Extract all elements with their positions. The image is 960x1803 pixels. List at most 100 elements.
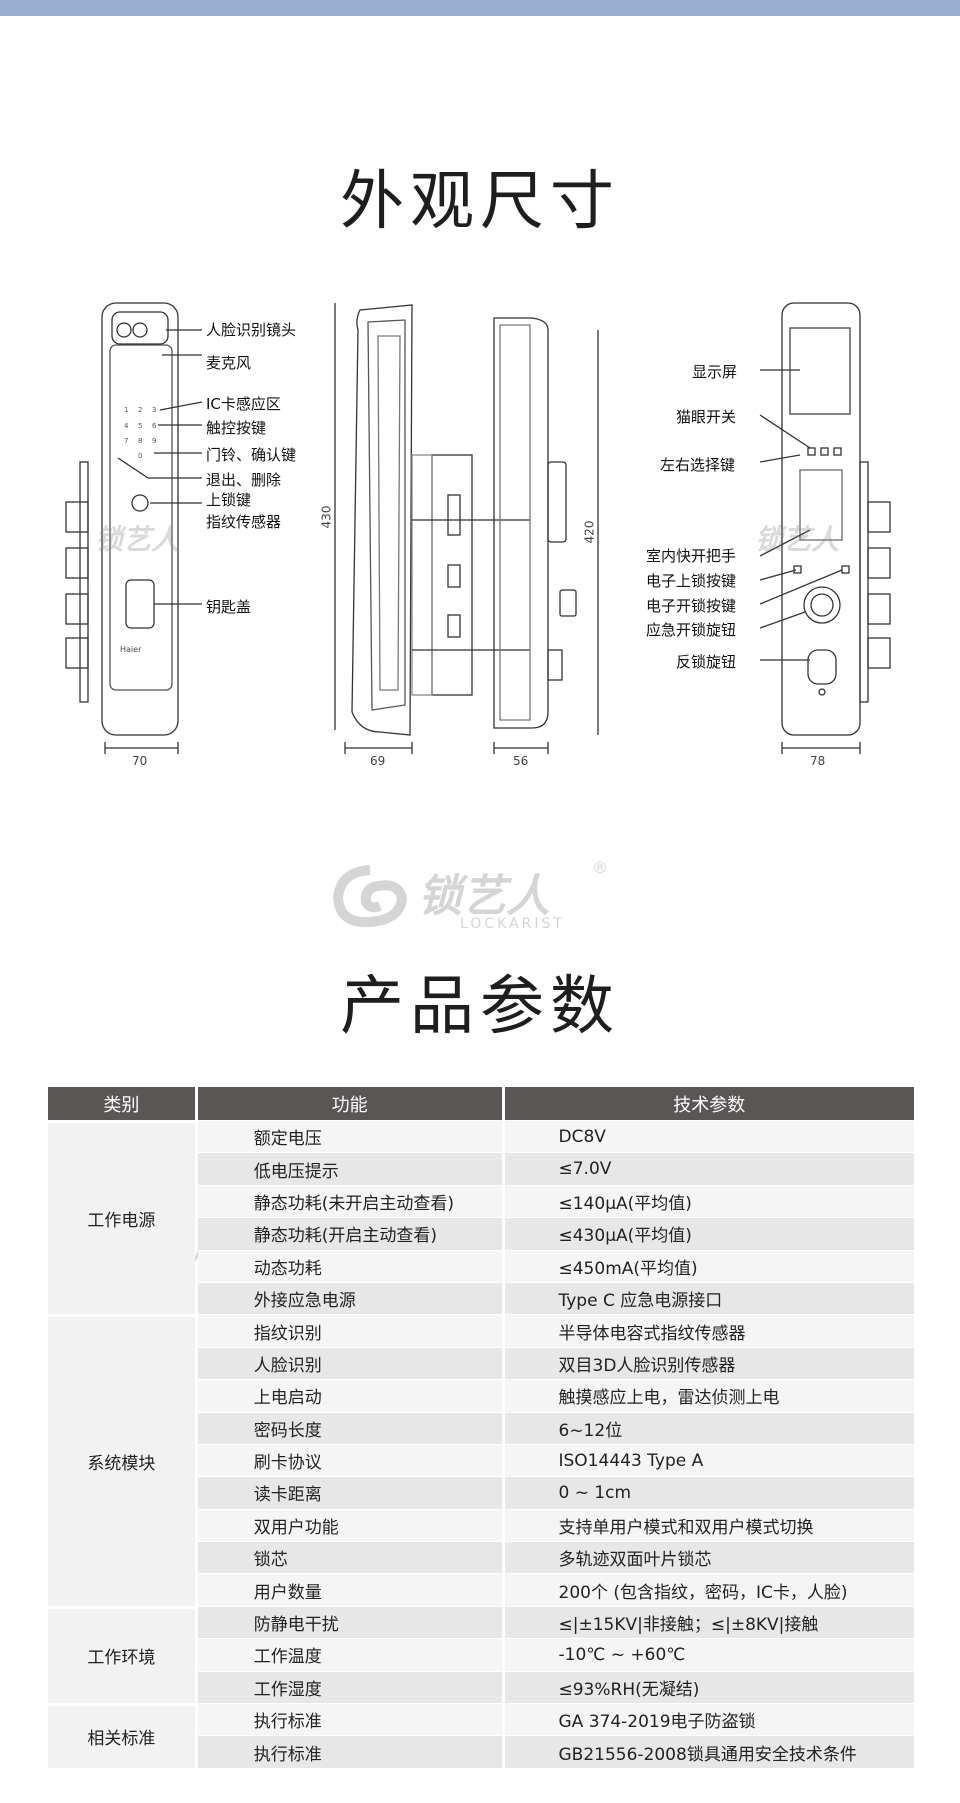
table-row: 上电启动触摸感应上电，雷达侦测上电 [48,1379,914,1412]
spec-cell: 多轨迹双面叶片锁芯 [504,1541,914,1574]
label-anti-lock-knob: 反锁旋钮 [676,653,737,671]
label-exit-delete: 退出、删除 [206,471,282,489]
table-row: 系统模块指纹识别半导体电容式指纹传感器 [48,1314,914,1606]
label-microphone: 麦克风 [206,354,252,372]
spec-cell: ≤430μA(平均值) [504,1217,914,1250]
label-touch-keys: 触控按键 [206,419,267,437]
dim-side-front-depth: 69 [370,754,386,768]
label-doorbell-confirm: 门铃、确认键 [206,446,297,464]
spec-cell: 6~12位 [504,1411,914,1444]
svg-text:3: 3 [152,406,156,414]
category-cell: 相关标准 [48,1703,195,1768]
watermark-small-2: 锁艺人 [755,523,840,556]
table-row: 工作温度-10℃ ~ +60℃ [48,1638,914,1671]
header-category: 类别 [48,1087,195,1120]
dim-side-back-depth: 56 [513,754,529,768]
dim-back-height: 420 [582,520,597,544]
function-cell: 双用户功能 [197,1508,502,1542]
header-spec: 技术参数 [504,1087,914,1120]
function-cell: 工作湿度 [197,1670,502,1704]
function-cell: 工作温度 [197,1638,502,1671]
label-quick-handle: 室内快开把手 [646,547,737,565]
svg-text:1: 1 [124,406,128,414]
category-cell: 系统模块 [48,1314,195,1606]
svg-text:5: 5 [138,422,142,430]
svg-text:7: 7 [124,437,128,445]
spec-cell: GA 374-2019电子防盗锁 [504,1703,914,1736]
label-ic-card-area: IC卡感应区 [206,395,281,413]
category-cell: 工作环境 [48,1605,195,1704]
table-row: 低电压提示≤7.0V [48,1152,914,1185]
svg-text:8: 8 [138,437,142,445]
dim-front-width: 70 [132,754,148,768]
table-row: 人脸识别双目3D人脸识别传感器 [48,1346,914,1380]
spec-cell: 支持单用户模式和双用户模式切换 [504,1508,914,1542]
spec-cell: 200个 (包含指纹，密码，IC卡，人脸) [504,1573,914,1606]
function-cell: 人脸识别 [197,1346,502,1380]
spec-cell: ≤450mA(平均值) [504,1249,914,1282]
brand-logo: Haier [120,645,142,654]
label-face-camera: 人脸识别镜头 [206,321,297,339]
table-row: 工作环境防静电干扰≤|±15KV|非接触；≤|±8KV|接触 [48,1605,914,1704]
label-key-cover: 钥匙盖 [206,598,252,616]
spec-cell: Type C 应急电源接口 [504,1281,914,1315]
category-cell: 工作电源 [48,1120,195,1315]
function-cell: 静态功耗(未开启主动查看) [197,1184,502,1218]
function-cell: 锁芯 [197,1541,502,1574]
function-cell: 执行标准 [197,1703,502,1736]
spec-cell: -10℃ ~ +60℃ [504,1638,914,1671]
spec-cell: ISO14443 Type A [504,1443,914,1477]
table-row: 锁芯多轨迹双面叶片锁芯 [48,1541,914,1574]
label-electronic-lock: 电子上锁按键 [646,572,737,590]
spec-table-header: 类别 功能 技术参数 [48,1087,914,1120]
header-function: 功能 [197,1087,502,1120]
spec-cell: ≤93%RH(无凝结) [504,1670,914,1704]
svg-text:4: 4 [124,422,129,430]
spec-cell: ≤7.0V [504,1152,914,1185]
spec-cell: 0 ~ 1cm [504,1476,914,1509]
label-lock-key: 上锁键 [206,491,252,509]
spec-cell: GB21556-2008锁具通用安全技术条件 [504,1735,914,1768]
label-electronic-unlock: 电子开锁按键 [646,597,737,615]
top-accent-bar [0,0,960,16]
table-row: 双用户功能支持单用户模式和双用户模式切换 [48,1508,914,1542]
watermark-logo: 锁艺人 ® LOCKARIST [330,858,630,938]
table-row: 工作湿度≤93%RH(无凝结) [48,1670,914,1704]
function-cell: 静态功耗(开启主动查看) [197,1217,502,1250]
spec-cell: ≤|±15KV|非接触；≤|±8KV|接触 [504,1605,914,1639]
function-cell: 执行标准 [197,1735,502,1768]
function-cell: 防静电干扰 [197,1605,502,1639]
spec-cell: 触摸感应上电，雷达侦测上电 [504,1379,914,1412]
label-emergency-knob: 应急开锁旋钮 [646,621,737,639]
function-cell: 额定电压 [197,1120,502,1153]
spec-cell: 半导体电容式指纹传感器 [504,1314,914,1347]
label-peephole-switch: 猫眼开关 [676,408,737,426]
label-fingerprint-sensor: 指纹传感器 [206,513,282,531]
function-cell: 低电压提示 [197,1152,502,1185]
function-cell: 用户数量 [197,1573,502,1606]
label-display: 显示屏 [692,363,738,381]
function-cell: 读卡距离 [197,1476,502,1509]
dim-back-width: 78 [810,754,826,768]
svg-text:2: 2 [138,406,142,414]
function-cell: 刷卡协议 [197,1443,502,1477]
spec-cell: ≤140μA(平均值) [504,1184,914,1218]
table-row: 动态功耗≤450mA(平均值) [48,1249,914,1282]
svg-text:0: 0 [138,452,142,460]
function-cell: 指纹识别 [197,1314,502,1347]
spec-cell: DC8V [504,1120,914,1153]
label-left-right-keys: 左右选择键 [660,456,736,474]
section-title-appearance: 外观尺寸 [340,165,620,239]
function-cell: 动态功耗 [197,1249,502,1282]
spec-cell: 双目3D人脸识别传感器 [504,1346,914,1380]
